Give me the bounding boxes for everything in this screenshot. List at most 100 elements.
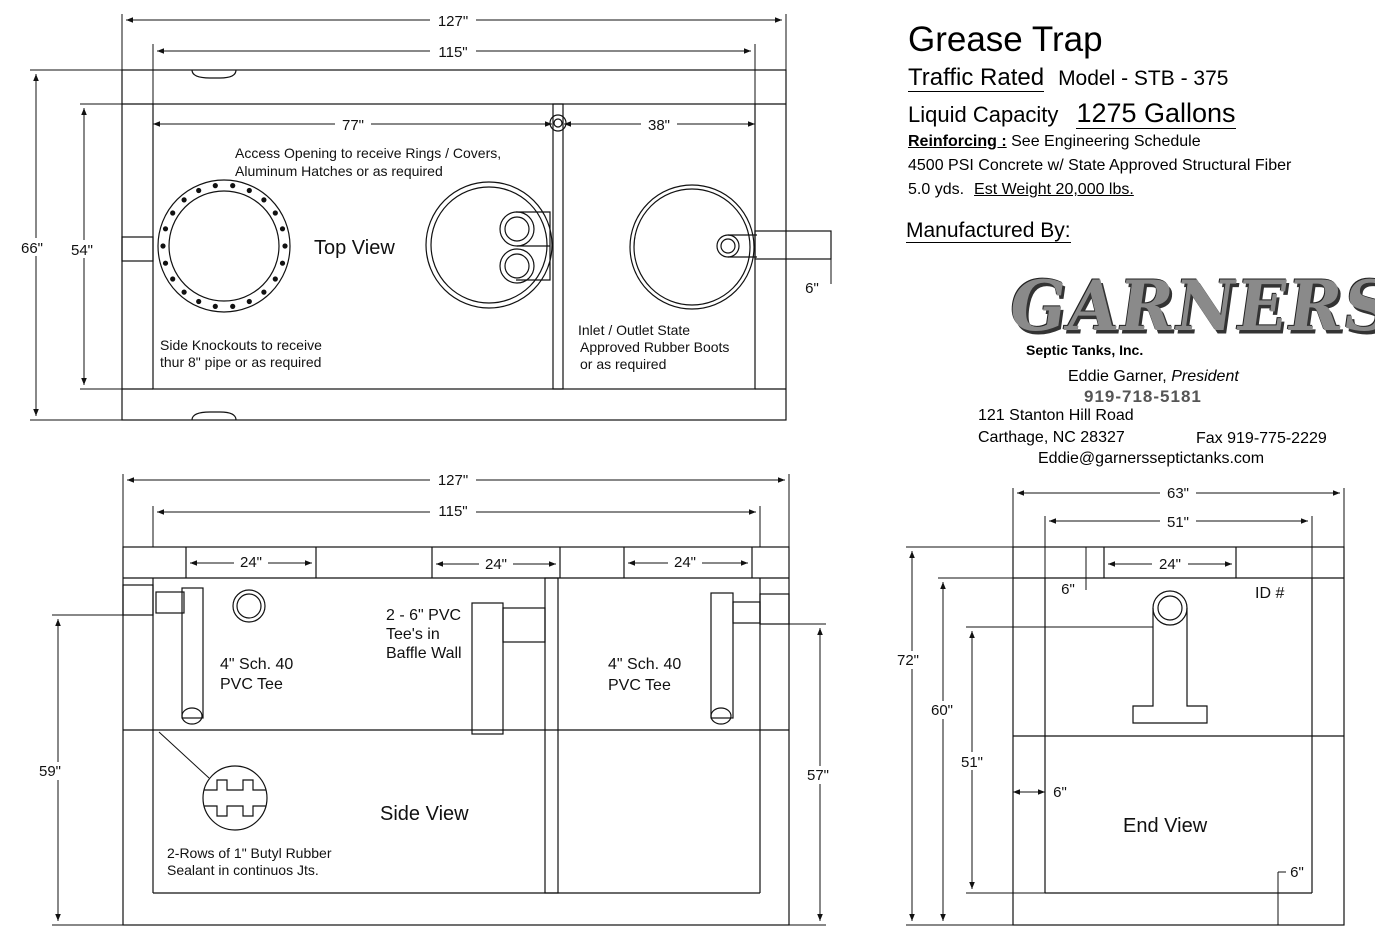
top-dim-overall: 127": [438, 13, 468, 30]
left-tee-label-2: PVC Tee: [220, 676, 283, 693]
bolt-hole: [212, 183, 218, 189]
bolt-hole: [246, 187, 252, 194]
end-view: 63" 51" 24" 6" ID # 72" 60" 51" 6" 6" En…: [892, 484, 1345, 926]
note-inlet-2: Approved Rubber Boots: [580, 339, 729, 355]
model-number: Model - STB - 375: [1058, 67, 1229, 90]
baffle-label-2: Tee's in: [386, 626, 440, 643]
right-tee-branch: [732, 601, 761, 624]
bolt-hole: [279, 260, 286, 266]
drawing-title: Grease Trap: [908, 20, 1103, 59]
end-dim-height-mid: 60": [931, 702, 953, 719]
left-tee-cap: [232, 589, 266, 623]
left-tee-label-1: 4" Sch. 40: [220, 656, 293, 673]
left-tee-branch: [155, 591, 185, 614]
side-view: 127" 115" 24" 24" 24" 59" 57" Side View …: [34, 470, 836, 926]
side-dim-opening-3: 24": [674, 554, 696, 571]
right-tee-label-2: PVC Tee: [608, 677, 671, 694]
side-dim-left-height: 59": [39, 763, 61, 780]
end-dim-opening: 24": [1159, 556, 1181, 573]
side-dim-opening-2: 24": [485, 556, 507, 573]
bolt-hole: [162, 260, 169, 266]
right-tee-body: [710, 592, 734, 719]
access-ring-outer: [157, 179, 291, 313]
end-dim-inner: 51": [1167, 514, 1189, 531]
fax-number: Fax 919-775-2229: [1196, 430, 1327, 447]
bolt-hole: [160, 243, 166, 249]
end-view-label: End View: [1123, 815, 1208, 837]
note-inlet-1: Inlet / Outlet State: [578, 322, 690, 338]
sealant-label-2: Sealant in continuos Jts.: [167, 862, 319, 878]
end-dim-top-wall: 6": [1061, 581, 1075, 598]
bolt-hole: [230, 183, 236, 189]
capacity-row: Liquid Capacity 1275 Gallons: [908, 98, 1368, 129]
bolt-hole: [196, 187, 202, 194]
bolt-hole: [212, 303, 218, 309]
baffle-label-1: 2 - 6" PVC: [386, 607, 461, 624]
garners-logo: GARNERS Septic Tanks, Inc.: [1004, 265, 1375, 358]
weight: Est Weight 20,000 lbs.: [974, 181, 1134, 198]
note-access-1: Access Opening to receive Rings / Covers…: [235, 145, 501, 161]
side-dim-right-height: 57": [807, 767, 829, 784]
manufactured-by: Manufactured By:: [906, 219, 1071, 243]
end-dim-height-outer: 72": [897, 652, 919, 669]
baffle-tee-2: [499, 248, 535, 284]
bolt-hole: [162, 226, 169, 232]
reinforcing-value: See Engineering Schedule: [1011, 133, 1201, 150]
outlet-tee-top: [716, 234, 740, 258]
access-ring-inner: [168, 190, 280, 302]
outlet-pipe: [754, 230, 832, 260]
bolt-hole: [261, 197, 267, 203]
bolt-hole: [282, 243, 288, 249]
bolt-hole: [261, 289, 267, 295]
middle-manhole: [425, 181, 553, 309]
address-line-2: Carthage, NC 28327: [978, 429, 1125, 446]
capacity-label: Liquid Capacity: [908, 102, 1059, 127]
note-access-2: Aluminum Hatches or as required: [235, 163, 443, 179]
bolt-hole: [279, 226, 286, 232]
yards: 5.0 yds.: [908, 181, 965, 198]
reinforcing-row: Reinforcing : See Engineering Schedule: [908, 133, 1368, 151]
logo-wordmark: GARNERS: [1004, 265, 1375, 347]
phone-number: 919-718-5181: [1084, 387, 1202, 406]
left-knockout: [121, 236, 154, 262]
note-knockout-2: thur 8" pipe or as required: [160, 354, 321, 370]
bolt-hole: [181, 197, 187, 203]
bolt-hole: [196, 298, 202, 305]
left-tee-body: [181, 587, 204, 719]
top-dim-inner: 115": [438, 44, 467, 61]
top-view: 127" 115" 77" 38" 66" 54" 6" Top View Ac…: [16, 10, 832, 421]
right-tee-label-1: 4" Sch. 40: [608, 656, 681, 673]
sealant-label-1: 2-Rows of 1" Butyl Rubber: [167, 845, 332, 861]
right-manhole: [629, 184, 755, 310]
bolt-hole: [272, 210, 278, 216]
president: Eddie Garner, President: [1068, 368, 1239, 385]
note-knockout-1: Side Knockouts to receive: [160, 337, 322, 353]
top-view-label: Top View: [314, 237, 395, 259]
concrete-spec: 4500 PSI Concrete w/ State Approved Stru…: [908, 157, 1292, 174]
capacity-value: 1275 Gallons: [1076, 98, 1236, 129]
side-dim-inner: 115": [438, 503, 467, 520]
end-dim-height-inner: 51": [961, 754, 983, 771]
top-dim-right-chamber: 38": [648, 117, 670, 134]
email-address: Eddie@garnersseptictanks.com: [1038, 450, 1265, 467]
top-dim-pipe: 6": [805, 280, 819, 297]
end-dim-side-wall: 6": [1053, 784, 1067, 801]
reinforcing-label: Reinforcing :: [908, 133, 1007, 150]
baffle-tee-body: [471, 602, 504, 735]
top-dim-left-chamber: 77": [342, 117, 364, 134]
end-view-tee: [1132, 608, 1208, 724]
bolt-hole: [170, 276, 176, 282]
end-dim-bottom-wall: 6": [1290, 864, 1304, 881]
baffle-tee-branch: [502, 607, 546, 643]
note-inlet-3: or as required: [580, 356, 666, 372]
bolt-hole: [246, 298, 252, 305]
bolt-hole: [181, 289, 187, 295]
top-dim-height-inner: 54": [71, 242, 93, 259]
access-ring-bolts: [160, 183, 288, 309]
side-view-baffle-wall: [544, 577, 559, 894]
bolt-hole: [272, 276, 278, 282]
side-dim-overall: 127": [438, 472, 468, 489]
volume-row: 5.0 yds. Est Weight 20,000 lbs.: [908, 181, 1368, 199]
